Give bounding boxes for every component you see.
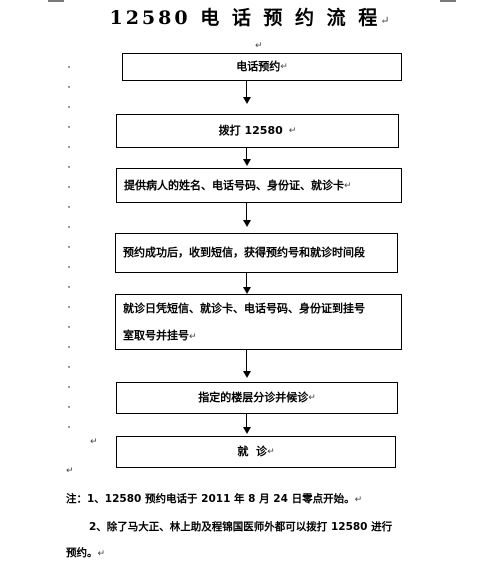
margin-paragraph-dot bbox=[68, 86, 70, 88]
flow-step-label: 提供病人的姓名、电话号码、身份证、就诊卡 bbox=[124, 178, 344, 192]
paragraph-mark-icon: ↵ bbox=[189, 332, 197, 342]
flow-step-label: 就 诊 bbox=[237, 445, 268, 458]
margin-paragraph-dot bbox=[68, 406, 70, 408]
margin-paragraph-dot bbox=[68, 346, 70, 348]
flow-arrow-shaft bbox=[246, 273, 248, 287]
flow-step-visit-registration: 就诊日凭短信、就诊卡、电话号码、身份证到挂号 室取号并挂号↵ bbox=[115, 294, 402, 350]
flow-arrow-head bbox=[242, 427, 251, 434]
margin-paragraph-dot bbox=[68, 166, 70, 168]
flow-step-dial-12580: 拨打 12580 ↵ bbox=[116, 114, 399, 148]
paragraph-mark-icon: ↵ bbox=[344, 180, 352, 191]
flow-arrow-head bbox=[242, 287, 251, 294]
note-text: 预约。 bbox=[66, 547, 98, 559]
flow-step-label: 指定的楼层分诊并候诊 bbox=[198, 391, 309, 404]
paragraph-mark-icon: ↵ bbox=[288, 126, 297, 136]
flow-step-provide-info: 提供病人的姓名、电话号码、身份证、就诊卡↵ bbox=[116, 168, 402, 203]
paragraph-mark-icon: ↵ bbox=[255, 41, 263, 51]
paragraph-mark-icon: ↵ bbox=[354, 495, 363, 505]
flow-arrow-shaft bbox=[246, 148, 248, 159]
flow-arrow-shaft bbox=[246, 203, 248, 220]
paragraph-mark-icon: ↵ bbox=[280, 62, 288, 72]
margin-paragraph-dot bbox=[68, 366, 70, 368]
flow-arrow-head bbox=[242, 159, 251, 166]
flow-step-triage-wait: 指定的楼层分诊并候诊↵ bbox=[116, 382, 398, 414]
margin-paragraph-dot bbox=[68, 286, 70, 288]
note-text: 注：1、12580 预约电话于 2011 年 8 月 24 日零点开始。 bbox=[66, 493, 355, 505]
margin-paragraph-dot bbox=[68, 246, 70, 248]
page-corner-mark-right bbox=[440, 0, 456, 2]
flow-step-phone-booking: 电话预约↵ bbox=[122, 53, 402, 81]
flow-arrow-head bbox=[242, 97, 251, 104]
flow-step-label: 电话预约 bbox=[236, 60, 281, 73]
paragraph-mark-icon: ↵ bbox=[66, 466, 74, 476]
flow-arrow-shaft bbox=[246, 414, 248, 427]
paragraph-mark-icon: ↵ bbox=[380, 14, 390, 27]
document-title: 12580 电 话 预 约 流 程↵ bbox=[0, 3, 499, 30]
margin-paragraph-dot bbox=[68, 146, 70, 148]
title-text: 12580 电 话 预 约 流 程 bbox=[109, 7, 381, 29]
flow-step-receive-sms: 预约成功后，收到短信，获得预约号和就诊时间段 bbox=[115, 233, 398, 273]
paragraph-mark-icon: ↵ bbox=[90, 437, 98, 447]
flow-step-label: 拨打 12580 bbox=[218, 124, 283, 137]
margin-paragraph-dot bbox=[68, 306, 70, 308]
note-text: 2、除了马大正、林上助及程锦国医师外都可以拨打 12580 进行 bbox=[89, 521, 393, 533]
note-1: 注：1、12580 预约电话于 2011 年 8 月 24 日零点开始。↵ bbox=[66, 491, 362, 506]
margin-paragraph-dot bbox=[68, 66, 70, 68]
margin-paragraph-dot bbox=[68, 426, 70, 428]
note-2-continuation: 预约。↵ bbox=[66, 545, 105, 560]
margin-paragraph-dot bbox=[68, 226, 70, 228]
margin-paragraph-dot bbox=[68, 206, 70, 208]
flow-step-consultation: 就 诊↵ bbox=[116, 436, 396, 468]
margin-paragraph-dot bbox=[68, 186, 70, 188]
paragraph-mark-icon: ↵ bbox=[97, 549, 106, 559]
page-corner-mark-left bbox=[48, 0, 64, 2]
flow-arrow-head bbox=[242, 371, 251, 378]
flow-arrow-shaft bbox=[246, 81, 248, 97]
note-2: 2、除了马大正、林上助及程锦国医师外都可以拨打 12580 进行 bbox=[89, 519, 392, 534]
margin-paragraph-dot bbox=[68, 326, 70, 328]
margin-paragraph-dot bbox=[68, 106, 70, 108]
flow-arrow-head bbox=[242, 220, 251, 227]
margin-paragraph-dot bbox=[68, 386, 70, 388]
margin-paragraph-dot bbox=[68, 266, 70, 268]
flow-step-label: 预约成功后，收到短信，获得预约号和就诊时间段 bbox=[123, 246, 365, 259]
flow-step-label-line-2: 室取号并挂号↵ bbox=[123, 329, 197, 342]
flow-arrow-shaft bbox=[246, 350, 248, 371]
paragraph-mark-icon: ↵ bbox=[267, 447, 275, 457]
flow-step-label-line-1: 就诊日凭短信、就诊卡、电话号码、身份证到挂号 bbox=[123, 302, 365, 315]
paragraph-mark-icon: ↵ bbox=[308, 393, 316, 403]
margin-paragraph-dot bbox=[68, 126, 70, 128]
